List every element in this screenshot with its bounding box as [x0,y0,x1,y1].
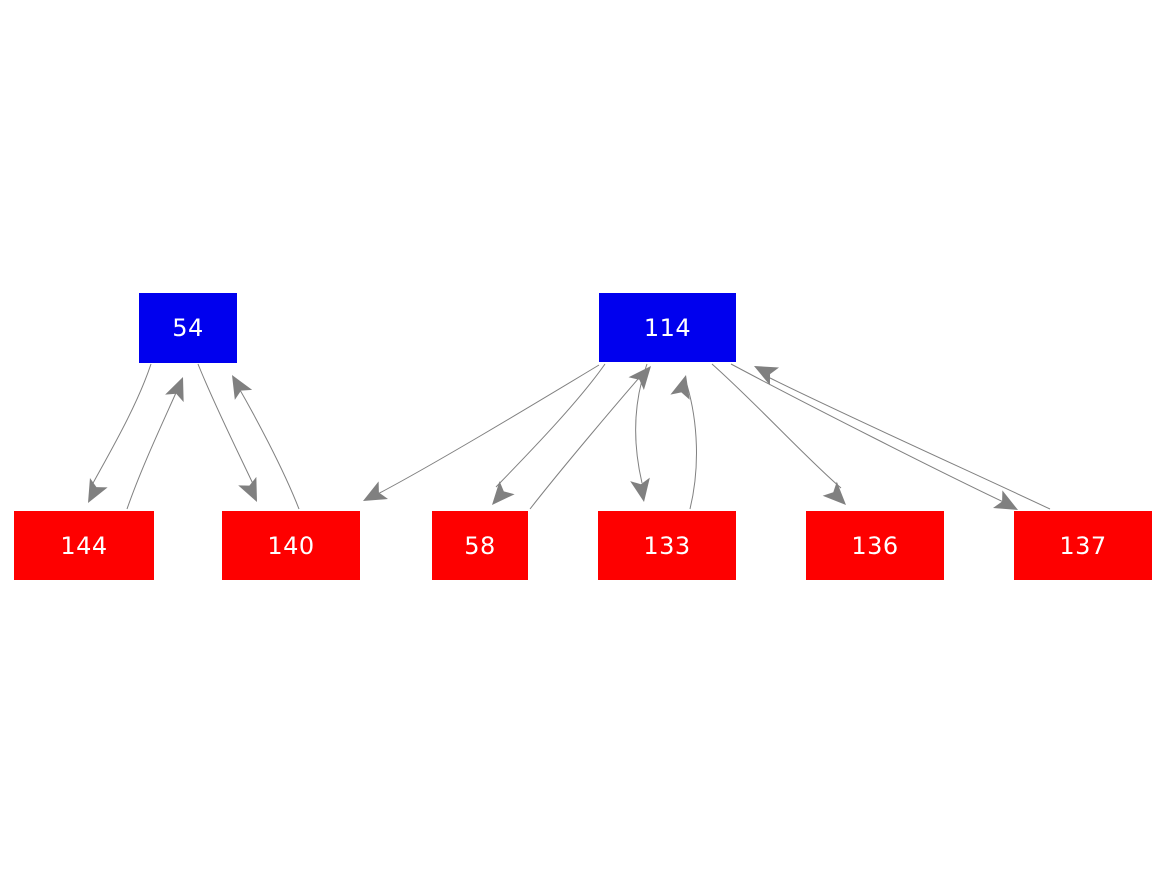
arrowhead-114-to-140 [363,481,389,501]
arrowhead-114-to-137 [992,490,1018,510]
arrowhead-58-to-114 [628,366,651,391]
edge-133-to-114 [686,384,697,510]
graph-node-label-144: 144 [60,531,108,560]
graph-node-136[interactable]: 136 [806,511,944,580]
arrowhead-114-to-58 [492,481,515,505]
graph-node-133[interactable]: 133 [598,511,736,580]
edge-114-to-136 [711,363,842,489]
graph-node-label-136: 136 [851,531,899,560]
arrowhead-114-to-136 [822,481,846,505]
graph-node-label-114: 114 [643,313,692,342]
graph-node-54[interactable]: 54 [139,293,237,363]
arrowhead-54-to-144 [88,477,108,503]
arrowhead-114-to-133 [630,477,650,502]
edge-58-to-114 [529,370,646,510]
arrowhead-54-to-140 [238,476,257,502]
edge-137-to-114 [767,376,1051,510]
arrowhead-137-to-114 [754,366,780,386]
graph-node-label-58: 58 [464,531,496,560]
graph-node-label-140: 140 [267,531,315,560]
edge-114-to-137 [730,363,1013,507]
graph-node-140[interactable]: 140 [222,511,360,580]
edge-54-to-140 [197,363,255,487]
graph-node-label-133: 133 [643,531,691,560]
edge-144-to-54 [126,385,180,510]
edge-54-to-144 [91,363,152,486]
edge-114-to-58 [495,363,606,488]
graph-node-label-137: 137 [1059,531,1107,560]
edge-140-to-54 [235,382,300,510]
arrowhead-133-to-114 [670,375,690,400]
graph-node-114[interactable]: 114 [599,293,736,362]
graph-node-144[interactable]: 144 [14,511,154,580]
graph-node-58[interactable]: 58 [432,511,528,580]
arrowhead-140-to-54 [232,375,253,400]
graph-node-label-54: 54 [172,314,204,342]
arrowhead-144-to-54 [165,377,184,403]
edge-114-to-140 [371,364,600,498]
graph-node-137[interactable]: 137 [1014,511,1152,580]
